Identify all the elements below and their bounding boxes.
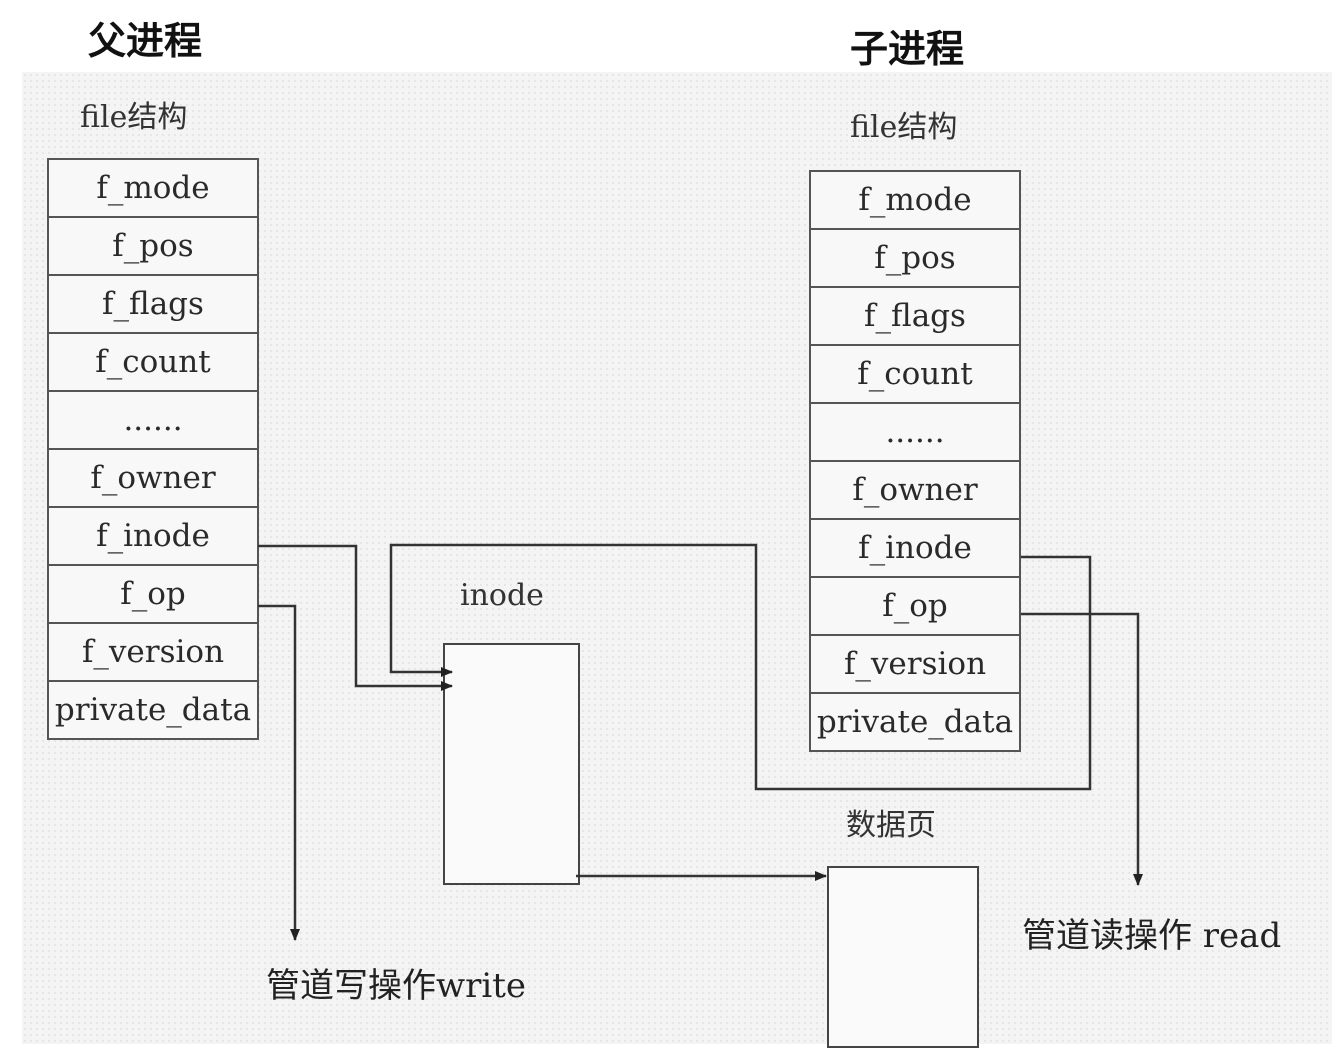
pipe-read-operation-label: 管道读操作 read: [1022, 916, 1282, 956]
inode-label: inode: [460, 578, 544, 613]
child-field-f-pos: f_pos: [811, 230, 1019, 288]
parent-file-struct: f_mode f_pos f_flags f_count ...... f_ow…: [47, 158, 259, 740]
child-field-f-op: f_op: [811, 578, 1019, 636]
child-field-f-mode: f_mode: [811, 172, 1019, 230]
child-field-private-data: private_data: [811, 694, 1019, 752]
parent-field-f-mode: f_mode: [49, 160, 257, 218]
parent-field-f-version: f_version: [49, 624, 257, 682]
parent-field-f-owner: f_owner: [49, 450, 257, 508]
child-file-struct: f_mode f_pos f_flags f_count ...... f_ow…: [809, 170, 1021, 752]
child-op-read-connector: [1021, 612, 1143, 886]
child-field-f-count: f_count: [811, 346, 1019, 404]
child-field-f-flags: f_flags: [811, 288, 1019, 346]
parent-process-title: 父进程: [88, 19, 203, 63]
child-field-ellipsis: ......: [811, 404, 1019, 462]
child-field-f-inode: f_inode: [811, 520, 1019, 578]
parent-field-f-pos: f_pos: [49, 218, 257, 276]
pipe-write-operation-label: 管道写操作write: [266, 966, 527, 1006]
child-inode-connector: [389, 543, 1092, 791]
parent-field-f-flags: f_flags: [49, 276, 257, 334]
parent-file-struct-caption: file结构: [80, 100, 188, 135]
parent-field-private-data: private_data: [49, 682, 257, 740]
parent-field-f-count: f_count: [49, 334, 257, 392]
child-field-f-version: f_version: [811, 636, 1019, 694]
child-field-f-owner: f_owner: [811, 462, 1019, 520]
data-page-label: 数据页: [846, 808, 936, 843]
data-page-box: [827, 866, 979, 1048]
child-process-title: 子进程: [850, 27, 965, 71]
parent-field-f-op: f_op: [49, 566, 257, 624]
parent-field-f-inode: f_inode: [49, 508, 257, 566]
parent-op-write-connector: [258, 604, 300, 941]
child-file-struct-caption: file结构: [850, 110, 958, 145]
inode-box: [443, 643, 580, 885]
parent-field-ellipsis: ......: [49, 392, 257, 450]
parent-inode-connector: [258, 544, 453, 691]
